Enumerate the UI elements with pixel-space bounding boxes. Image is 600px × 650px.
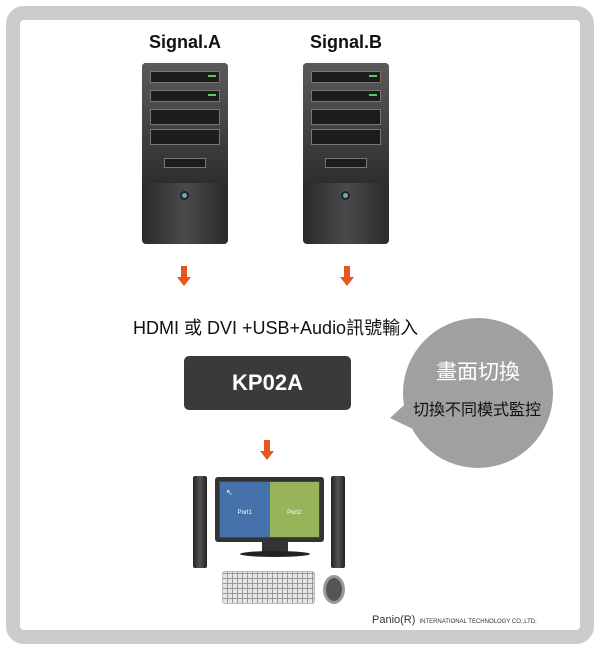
input-description: HDMI 或 DVI +USB+Audio訊號輸入: [133, 318, 419, 338]
arrow-down-icon: [340, 266, 354, 286]
screen-port2: Port2: [269, 482, 319, 537]
arrow-down-icon: [177, 266, 191, 286]
monitor-base: [240, 551, 310, 557]
device-box: KP02A: [184, 356, 351, 410]
port2-label: Port2: [287, 510, 302, 516]
bubble-title: 畫面切換: [436, 361, 520, 384]
speaker-right: [331, 476, 345, 568]
keyboard: [222, 571, 315, 604]
monitor-neck: [262, 542, 288, 552]
bubble-subtitle: 切換不同模式監控: [412, 402, 541, 419]
port1-label: Port1: [237, 510, 252, 516]
signal-a-label: Signal.A: [148, 32, 221, 52]
mouse: [323, 575, 345, 604]
signal-b-label: Signal.B: [309, 32, 382, 52]
monitor: ↖Port1 Port2: [215, 477, 324, 542]
footer-brand: Panio(R): [372, 614, 416, 626]
speech-bubble: [403, 318, 553, 468]
speaker-left: [193, 476, 207, 568]
footer-company: INTERNATIONAL TECHNOLOGY CO.,LTD.: [419, 619, 537, 625]
pc-tower-b: [303, 63, 389, 244]
arrow-down-icon: [260, 440, 274, 460]
screen-port1: ↖Port1: [220, 482, 270, 537]
pc-tower-a: [142, 63, 228, 244]
footer: Panio(R)INTERNATIONAL TECHNOLOGY CO.,LTD…: [372, 614, 537, 626]
